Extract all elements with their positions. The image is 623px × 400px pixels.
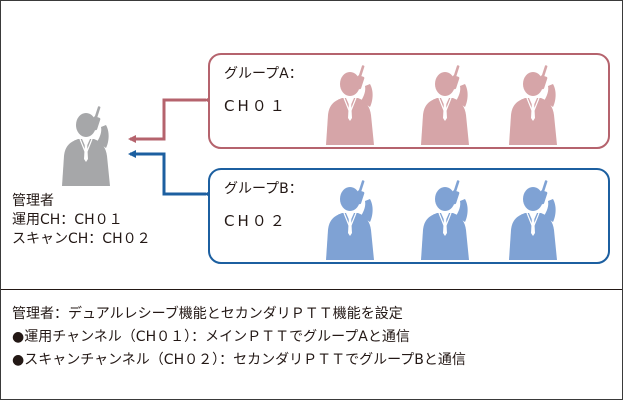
group-b-member	[503, 178, 563, 260]
manager-scan-channel: スキャンCH：CH０２	[12, 231, 151, 247]
group-a-member	[503, 63, 563, 145]
connection-arrows	[128, 96, 212, 198]
person-with-radio-icon	[320, 63, 380, 145]
group-b-member	[320, 178, 380, 260]
person-with-radio-icon	[320, 178, 380, 260]
manager-title: 管理者	[12, 193, 54, 209]
divider-line	[1, 289, 622, 290]
person-with-radio-icon	[56, 104, 116, 186]
legend-manager-setting: 管理者：デュアルレシーブ機能とセカンダリＰＴＴ機能を設定	[12, 306, 403, 322]
group-b-box: グループB： CH０２	[208, 168, 610, 264]
legend-operating-channel: ●運用チャンネル（CH０１）：メインＰＴＴでグループAと通信	[12, 329, 410, 345]
manager-operating-channel: 運用CH：CH０１	[12, 212, 123, 228]
group-a-name: グループA：	[224, 66, 303, 82]
group-a-member	[320, 63, 380, 145]
group-a-box: グループA： CH０１	[208, 53, 610, 149]
person-with-radio-icon	[415, 63, 475, 145]
group-b-name: グループB：	[224, 181, 303, 197]
manager-labels: 管理者 運用CH：CH０１ スキャンCH：CH０２	[12, 192, 151, 249]
arrow-group-a	[128, 96, 212, 143]
legend-scan-channel: ●スキャンチャンネル（CH０２）：セカンダリＰＴＴでグループBと通信	[12, 352, 466, 368]
arrow-group-b	[128, 150, 212, 198]
group-b-member	[415, 178, 475, 260]
group-b-channel: CH０２	[224, 212, 288, 230]
group-a-channel: CH０１	[224, 97, 288, 115]
legend: 管理者：デュアルレシーブ機能とセカンダリＰＴＴ機能を設定 ●運用チャンネル（CH…	[12, 303, 466, 372]
person-with-radio-icon	[503, 178, 563, 260]
group-a-member	[415, 63, 475, 145]
manager-figure	[56, 104, 116, 186]
person-with-radio-icon	[415, 178, 475, 260]
person-with-radio-icon	[503, 63, 563, 145]
